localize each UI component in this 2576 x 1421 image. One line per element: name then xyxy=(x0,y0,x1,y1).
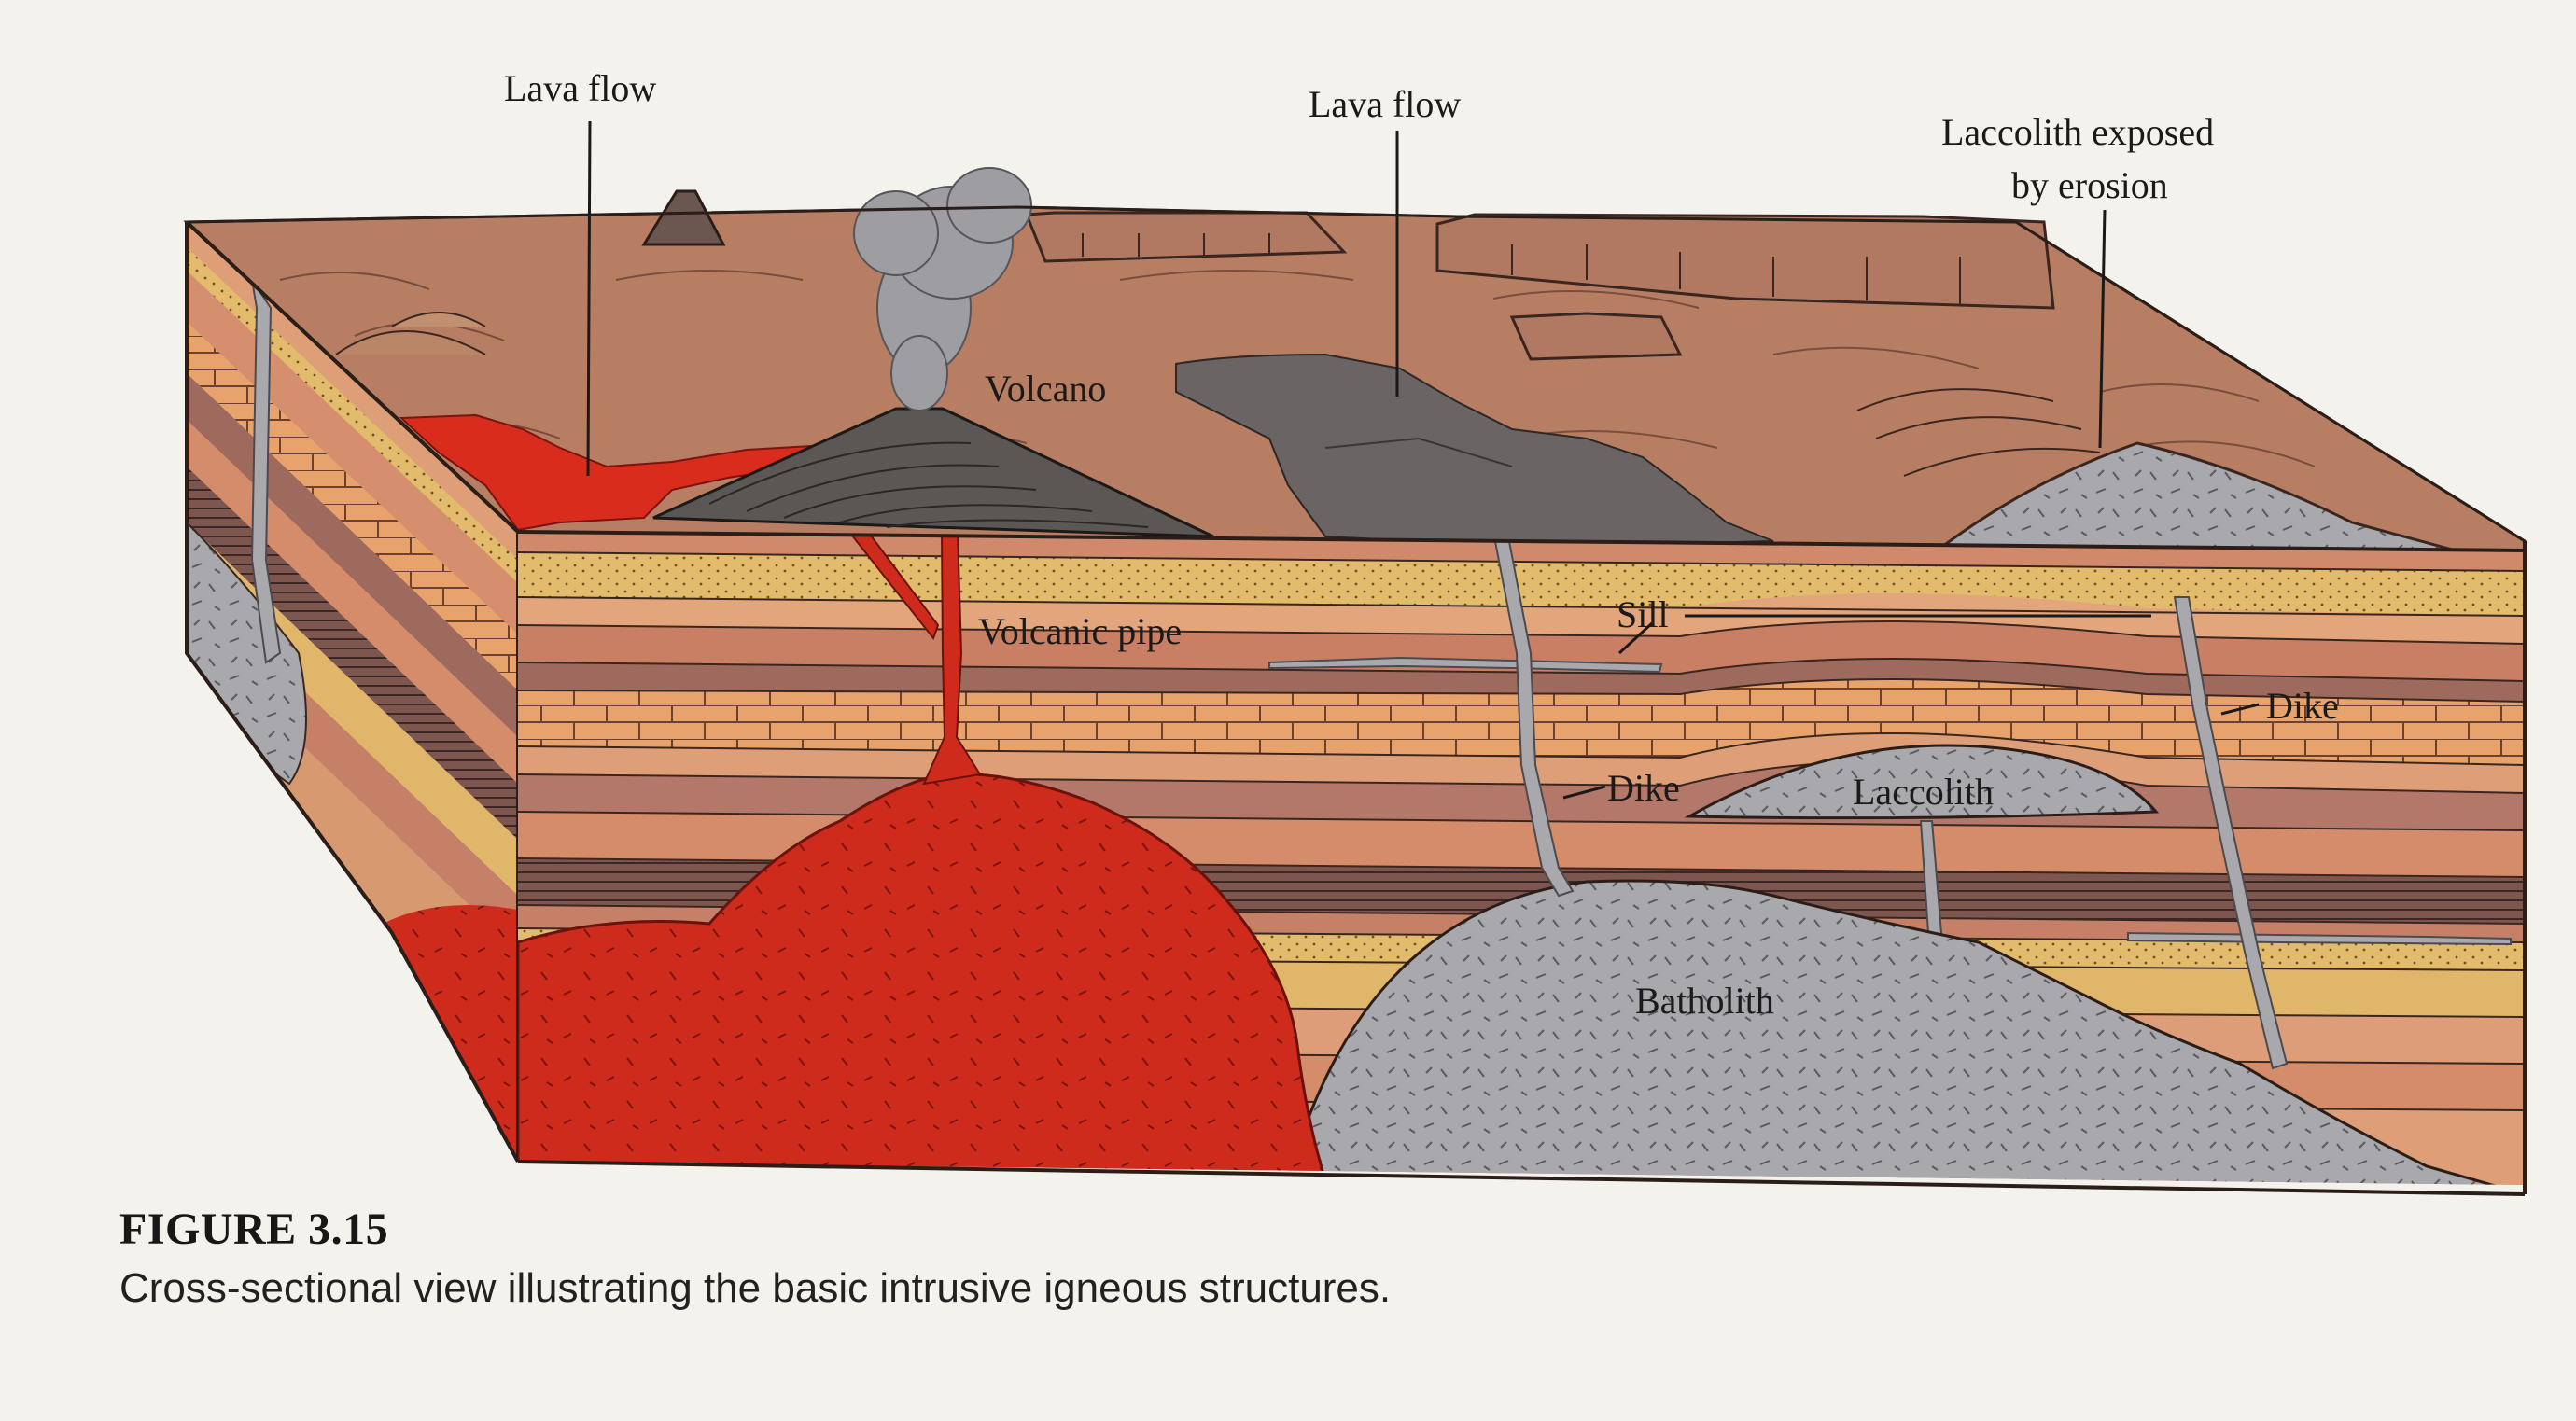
sill-body xyxy=(1268,656,1663,674)
magma-chamber xyxy=(518,772,1328,1182)
laccolith-body xyxy=(1684,744,2160,820)
ash-plume xyxy=(853,167,1032,411)
label-batholith: Batholith xyxy=(1635,980,1774,1022)
label-dike-right: Dike xyxy=(2266,685,2339,727)
dike-center-body xyxy=(1491,532,1575,898)
label-lava-flow-center: Lava flow xyxy=(1309,83,1461,125)
label-laccolith-exposed-1: Laccolith exposed xyxy=(1941,111,2214,153)
label-dike-center: Dike xyxy=(1607,767,1680,809)
dike-right-body xyxy=(2173,596,2289,1070)
small-volcanic-peak xyxy=(641,189,726,246)
batholith-body xyxy=(1286,879,2525,1185)
label-volcano: Volcano xyxy=(985,368,1106,410)
figure-caption: Cross-sectional view illustrating the ba… xyxy=(119,1265,1392,1311)
label-volcanic-pipe: Volcanic pipe xyxy=(978,610,1182,652)
label-sill: Sill xyxy=(1617,593,1669,635)
label-laccolith-exposed-2: by erosion xyxy=(2011,164,2168,206)
exposed-laccolith-dome xyxy=(1909,441,2526,571)
mesa-2 xyxy=(1435,213,2055,310)
volcano-cone xyxy=(652,407,1214,538)
volcanic-pipe-body xyxy=(922,532,982,786)
figure-number: FIGURE 3.15 xyxy=(119,1205,389,1254)
leader-lines xyxy=(586,120,2260,800)
label-laccolith: Laccolith xyxy=(1853,771,1994,813)
label-lava-flow-left: Lava flow xyxy=(504,67,656,109)
front-face-strata xyxy=(518,532,2525,1185)
lava-flow-dark xyxy=(1175,353,1774,548)
mesa-1 xyxy=(1024,211,1348,263)
mesa-3 xyxy=(1509,312,1683,361)
